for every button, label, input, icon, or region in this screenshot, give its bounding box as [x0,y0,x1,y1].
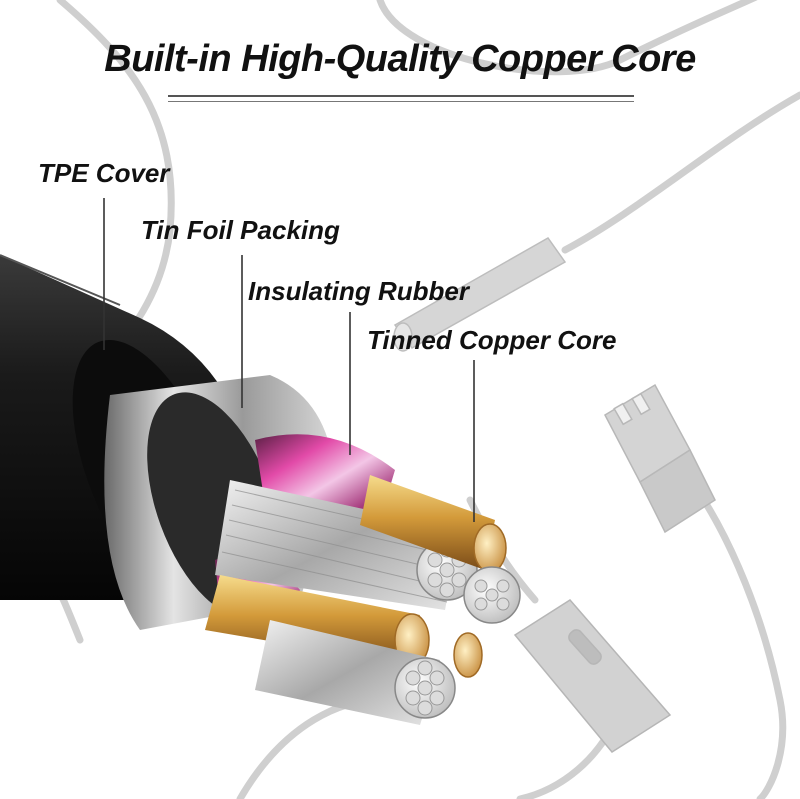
tinned-copper-conductor-top [360,475,507,573]
page-title: Built-in High-Quality Copper Core [104,38,696,80]
label-insulating-rubber: Insulating Rubber [248,276,469,306]
tinned-strand-bundle-right [463,566,521,624]
ghost-probe [393,237,567,352]
title-underline-top [168,95,634,97]
ghost-control-box [513,599,672,753]
title-underline-bottom [168,101,634,102]
label-tin-foil-packing: Tin Foil Packing [141,215,340,245]
label-tpe-cover: TPE Cover [38,158,170,188]
tinned-strand-bundle-bottom [255,620,483,725]
leader-lines [103,198,475,522]
label-tinned-copper-core: Tinned Copper Core [367,325,617,355]
ghost-usb-plug [604,383,716,534]
